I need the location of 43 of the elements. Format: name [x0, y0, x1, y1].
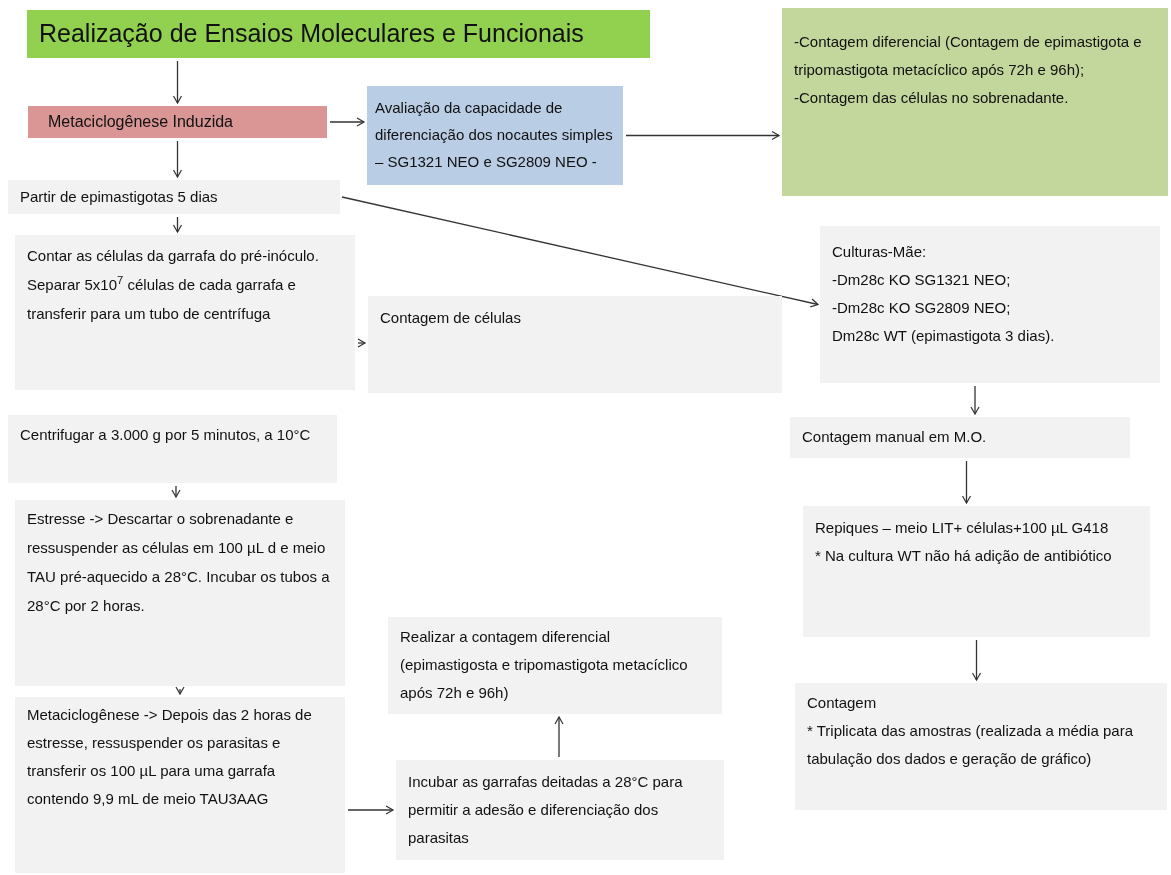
- node-text: Partir de epimastigotas 5 dias: [20, 187, 219, 207]
- node-text: Repiques – meio LIT+ células+100 µL G418: [815, 518, 1110, 538]
- node-text: -Dm28c KO SG2809 NEO;: [832, 298, 1012, 318]
- node-text: Dm28c WT (epimastigota 3 dias).: [832, 326, 1056, 346]
- node-text: Incubar as garrafas deitadas a 28°C para permitir a adesão e diferenciação dos parasitas: [408, 772, 684, 848]
- arrow: [175, 686, 185, 695]
- process-box: [368, 296, 782, 393]
- result-box: [782, 8, 1168, 196]
- node-text: Metaciclogênese -> Depois das 2 horas de estresse, ressuspender os parasitas e transferir os 100 µL para uma garrafa contendo 9,9 mL de meio TAU3AAG: [27, 705, 313, 809]
- node-text: * Triplicata das amostras (realizada a média para tabulação dos dados e geração de gráfico): [807, 721, 1134, 769]
- arrow: [357, 338, 366, 348]
- node-text: -Contagem diferencial (Contagem de epimastigota e tripomastigota metacíclico após 72h e 96h);: [794, 32, 1143, 80]
- node-text: Realizar a contagem diferencial (epimastigosta e tripomastigota metacíclico após 72h e 96h): [400, 627, 689, 703]
- arrow: [971, 639, 982, 681]
- arrow: [961, 460, 972, 504]
- node-text: Estresse -> Descartar o sobrenadante e ressuspender as células em 100 µL d e meio TAU pré-aquecido a 28°C. Incubar os tubos a 28°C por 2 horas.: [27, 509, 331, 616]
- node-text: Contagem manual em M.O.: [802, 427, 988, 447]
- node-text: Culturas-Mãe:: [832, 242, 928, 262]
- arrow: [970, 385, 980, 415]
- title-box: [27, 10, 650, 58]
- node-text: -Dm28c KO SG1321 NEO;: [832, 270, 1012, 290]
- arrow: [172, 216, 183, 233]
- node-text: Contagem de células: [380, 308, 522, 328]
- process-box: [367, 86, 623, 185]
- node-text: Contar as células da garrafa do pré-inóculo. Separar 5x10$^{7}$ células de cada garrafa e transferir para um tubo de centrífuga: [27, 246, 320, 324]
- process-box: [28, 106, 327, 138]
- node-text: Metaciclogênese Induzida: [48, 112, 234, 132]
- node-text: * Na cultura WT não há adição de antibiótico: [815, 546, 1113, 566]
- node-text: -Contagem das células no sobrenadante.: [794, 88, 1070, 108]
- node-text: Avaliação da capacidade de diferenciação dos nocautes simples – SG1321 NEO e SG2809 NEO -: [375, 98, 614, 172]
- arrow: [625, 130, 780, 141]
- node-text: Realização de Ensaios Moleculares e Funcionais: [39, 18, 585, 48]
- node-text: Contagem: [807, 693, 878, 713]
- arrow: [171, 485, 181, 498]
- arrow: [329, 117, 365, 127]
- process-box: [820, 226, 1160, 383]
- arrow: [341, 196, 819, 308]
- arrow: [347, 805, 394, 815]
- arrow: [172, 140, 183, 178]
- arrow: [172, 60, 183, 104]
- process-box: [15, 500, 345, 686]
- arrow: [554, 716, 564, 758]
- node-text: Centrifugar a 3.000 g por 5 minutos, a 10°C: [20, 425, 312, 445]
